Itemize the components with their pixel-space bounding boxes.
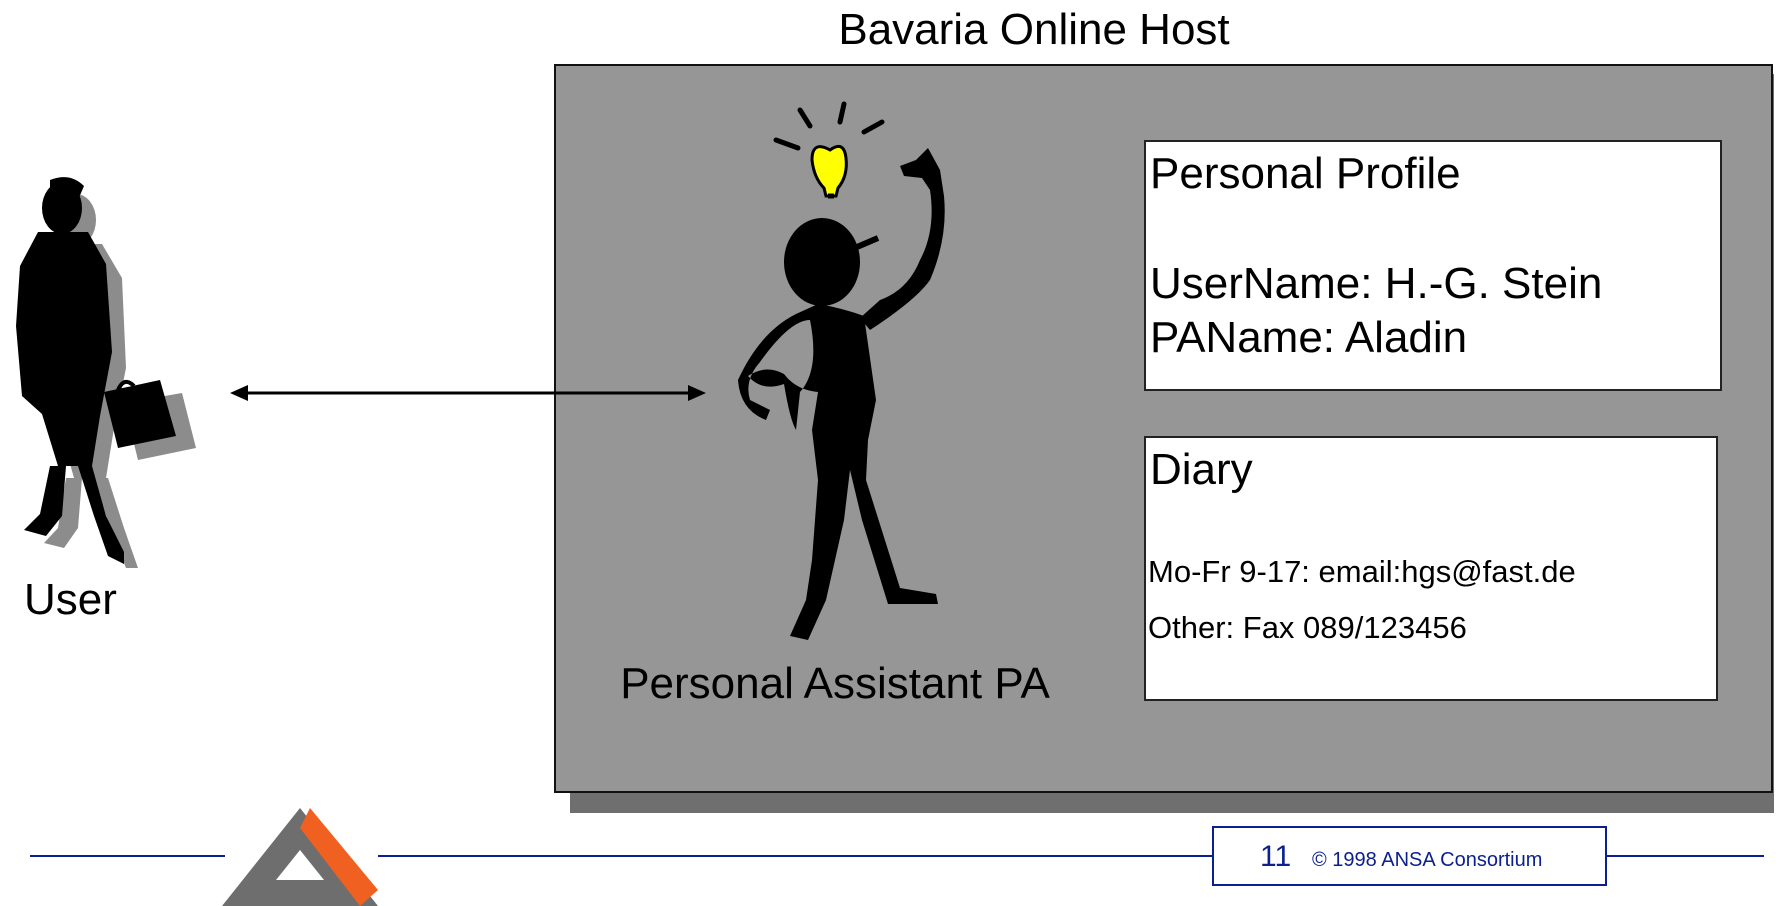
user-pa-arrow <box>230 385 706 401</box>
page-number: 11 <box>1260 840 1292 873</box>
user-silhouette-icon <box>16 177 196 568</box>
stick-figure-icon <box>738 148 945 640</box>
diary-line-2: Other: Fax 089/123456 <box>1148 610 1467 645</box>
diary-line-1: Mo-Fr 9-17: email:hgs@fast.de <box>1148 554 1576 589</box>
user-label: User <box>24 575 117 624</box>
profile-username: UserName: H.-G. Stein <box>1150 259 1603 308</box>
footer-box: 11 © 1998 ANSA Consortium <box>1212 826 1607 886</box>
copyright-text: © 1998 ANSA Consortium <box>1312 849 1543 871</box>
profile-title: Personal Profile <box>1150 149 1461 198</box>
diary-card: Diary Mo-Fr 9-17: email:hgs@fast.de Othe… <box>1144 436 1718 701</box>
diary-title: Diary <box>1150 445 1253 494</box>
host-title: Bavaria Online Host <box>838 5 1230 54</box>
lightbulb-icon <box>773 101 885 199</box>
profile-paname: PAName: Aladin <box>1150 313 1468 362</box>
ansa-logo-icon <box>222 808 378 906</box>
pa-label: Personal Assistant PA <box>620 659 1050 708</box>
personal-profile-card: Personal Profile UserName: H.-G. Stein P… <box>1144 140 1722 391</box>
